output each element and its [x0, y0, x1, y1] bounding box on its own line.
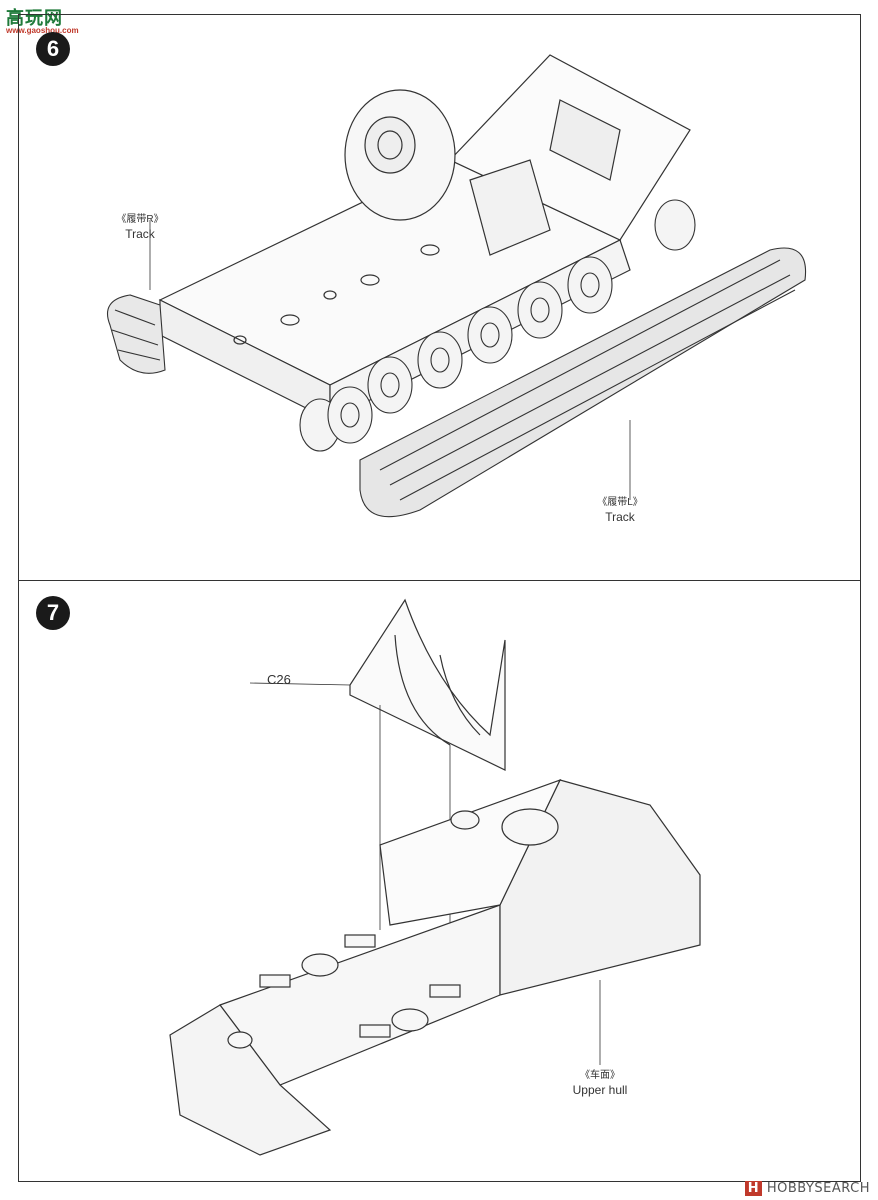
logo-text: 高玩网 — [6, 8, 63, 29]
hobby-search-watermark: H HOBBYSEARCH — [744, 1181, 870, 1196]
track-l-cn-label: 《履带L》 — [597, 497, 643, 508]
watermark-brand: HOBBY — [766, 1181, 815, 1196]
step-7-badge: 7 — [36, 596, 70, 630]
upper-hull-en-label: Upper hull — [572, 1083, 628, 1097]
part-c26-label: C26 — [267, 672, 291, 687]
watermark-suffix: SEARCH — [814, 1181, 870, 1196]
upper-hull-cn-label: 《车面》 — [580, 1070, 620, 1081]
step-6-chassis-drawing — [106, 54, 807, 518]
track-l-en-label: Track — [605, 510, 635, 524]
step-6-badge: 6 — [36, 32, 70, 66]
track-r-en-label: Track — [125, 227, 155, 241]
site-logo: 高玩网 www.gaoshou.com — [2, 2, 79, 38]
track-r-label: 《履带R》 Track — [100, 212, 180, 242]
track-r-cn-label: 《履带R》 — [116, 214, 164, 225]
step-divider — [18, 580, 861, 581]
logo-subtext: www.gaoshou.com — [6, 26, 79, 35]
watermark-mark: H — [744, 1181, 763, 1196]
track-l-label: 《履带L》 Track — [580, 495, 660, 525]
step-7-upper-hull-drawing — [169, 598, 701, 1156]
upper-hull-label: 《车面》 Upper hull — [560, 1068, 640, 1098]
instruction-frame — [18, 14, 861, 1182]
